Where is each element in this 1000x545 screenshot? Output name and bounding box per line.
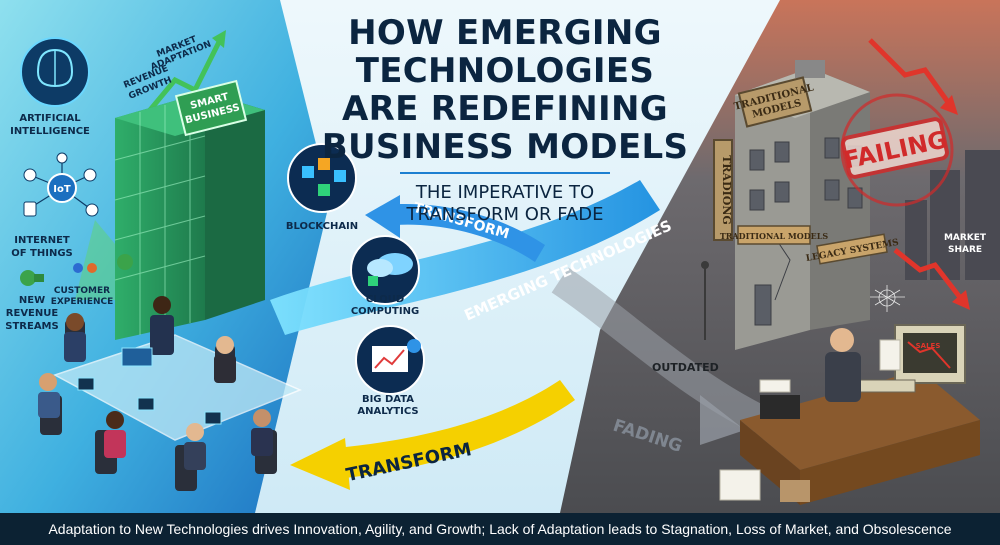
tablets [77, 347, 222, 425]
title-line1: HOW EMERGING TECHNOLOGIES [348, 13, 662, 91]
smart-business-building: SMART BUSINESS [114, 79, 265, 340]
transform-arrow-bottom [290, 380, 575, 490]
ai-label-line2: INTELLIGENCE [10, 126, 90, 137]
customer-experience-line1: CUSTOMER [54, 286, 110, 296]
new-revenue-line3: STREAMS [5, 321, 58, 332]
iot-label-line1: INTERNET [14, 235, 70, 246]
revenue-streams-icon [20, 270, 44, 286]
keyboard [854, 379, 916, 393]
outdated-label: OUTDATED [652, 361, 719, 374]
customer-icon [73, 263, 97, 273]
cloud-label-line1: CLOUD [366, 294, 404, 305]
subtitle-line2: TRANSFORM OR FADE [406, 204, 604, 225]
signal-icon [56, 152, 68, 164]
blockchain-icon [287, 143, 357, 213]
legacy-systems-sign [816, 233, 888, 265]
traditional-models-sign-label: TRADITIONAL MODELS [720, 231, 829, 241]
sales-screen-label: SALES [916, 342, 941, 350]
trading-sign-label: TRADIONG [720, 155, 733, 225]
stressed-man-body [825, 352, 861, 402]
decline-arrow-bottom [893, 248, 970, 310]
meeting-scene [38, 296, 302, 491]
failing-stamp [840, 93, 954, 207]
street-lamp [701, 261, 709, 340]
cobweb [870, 285, 905, 312]
fax-machine [760, 395, 800, 419]
iot-badge: IoT [53, 184, 71, 195]
cloud-label-line2: COMPUTING [351, 306, 419, 317]
new-revenue-line1: NEW [19, 295, 45, 306]
brain-icon [20, 37, 90, 107]
drone-icon [23, 168, 37, 182]
market-share-line1: MARKET [944, 233, 987, 243]
transform-arrow-top [365, 195, 545, 262]
desk-scene [719, 324, 980, 505]
customer-experience-line2: EXPERIENCE [51, 297, 114, 307]
decline-arrow-top [868, 38, 958, 115]
traditional-models-top-sign [737, 76, 813, 128]
watch-icon [83, 168, 97, 182]
iot-label-line2: OF THINGS [11, 248, 73, 259]
paper-stacks [719, 339, 901, 501]
market-share-line2: SHARE [948, 245, 982, 255]
title-line2: ARE REDEFINING [342, 89, 668, 129]
people [38, 296, 273, 470]
blockchain-label: BLOCKCHAIN [286, 221, 358, 232]
footer-banner: Adaptation to New Technologies drives In… [0, 513, 1000, 545]
analytics-icon [355, 325, 425, 395]
wifi-icon [85, 203, 99, 217]
cloud-icon [350, 235, 420, 305]
analytics-label-line1: BIG DATA [362, 394, 414, 405]
tree [117, 254, 133, 270]
iot-hub-icon [47, 173, 77, 203]
ai-label-line1: ARTIFICIAL [19, 113, 81, 124]
footer-text: Adaptation to New Technologies drives In… [48, 521, 952, 537]
title-line3: BUSINESS MODELS [321, 127, 689, 167]
phone-icon [23, 201, 37, 217]
stressed-man-head [830, 328, 854, 352]
smart-business-sign [174, 79, 248, 137]
traditional-models-sign [737, 225, 811, 245]
title-divider [400, 172, 610, 174]
trading-vertical-sign [713, 139, 733, 241]
fading-stream [551, 267, 767, 434]
title-block: HOW EMERGING TECHNOLOGIES ARE REDEFINING… [270, 14, 740, 226]
fading-arrowhead [700, 395, 745, 445]
analytics-label-line2: ANALYTICS [357, 406, 418, 417]
new-revenue-line2: REVENUE [6, 308, 59, 319]
cardboard-box [780, 480, 810, 502]
subtitle-line1: THE IMPERATIVE TO [415, 182, 595, 203]
